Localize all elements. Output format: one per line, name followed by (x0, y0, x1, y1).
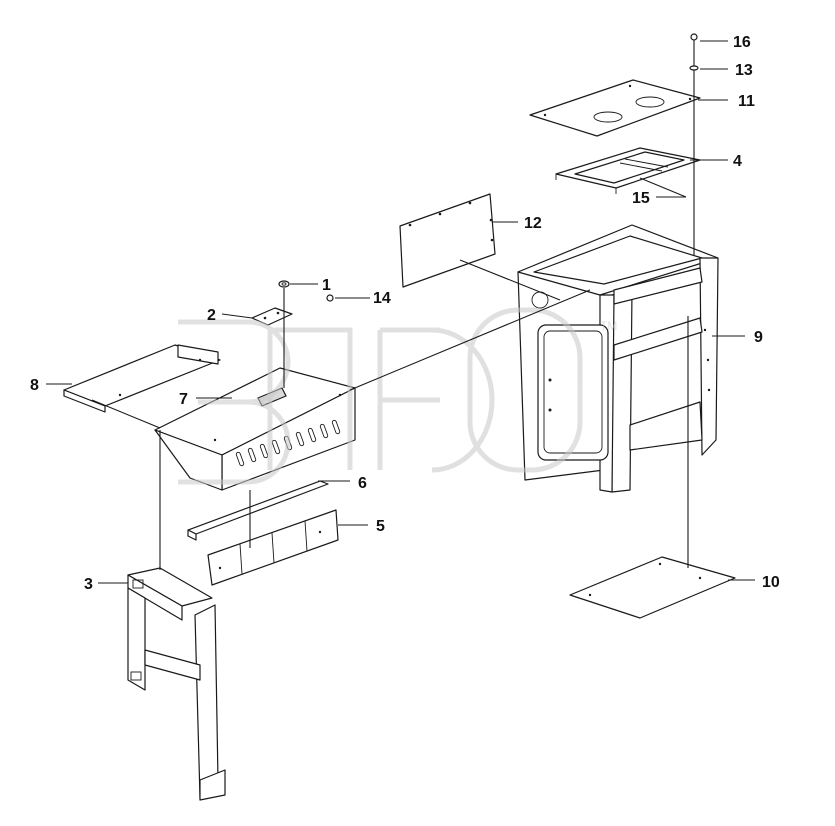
callout-1: 1 (322, 277, 331, 294)
callout-11: 11 (738, 93, 755, 110)
callout-4: 4 (733, 153, 742, 170)
part-8-shelf-bracket[interactable] (63, 344, 221, 413)
callout-5: 5 (376, 518, 385, 535)
callout-10: 10 (762, 574, 780, 591)
part-4-support-frame[interactable] (555, 147, 701, 194)
watermark-trademark: TM (600, 319, 617, 333)
part-5-lower-panel[interactable] (207, 509, 339, 586)
callout-7: 7 (179, 391, 188, 408)
callout-8: 8 (30, 377, 39, 394)
watermark-logo: TM (178, 307, 617, 485)
callout-12: 12 (524, 215, 542, 232)
part-7-hood-cover[interactable] (154, 367, 356, 491)
part-3-stand[interactable] (127, 567, 226, 801)
callout-13: 13 (735, 62, 753, 79)
part-1-grommet[interactable] (278, 280, 290, 288)
hood-vent-slots (235, 419, 341, 467)
part-10-floor-plate[interactable] (569, 556, 736, 619)
callout-6: 6 (358, 475, 367, 492)
callout-2: 2 (207, 307, 216, 324)
callout-3: 3 (84, 576, 93, 593)
part-14-nut[interactable] (326, 294, 334, 302)
callout-labels: 16 13 11 4 15 12 1 14 2 9 8 7 6 5 3 10 (30, 34, 780, 593)
callout-16: 16 (733, 34, 751, 51)
part-6-strip[interactable] (187, 480, 329, 541)
callout-15: 15 (632, 190, 650, 207)
callout-14: 14 (373, 290, 391, 307)
part-12-side-panel[interactable] (399, 193, 496, 288)
part-9-cab-frame[interactable] (517, 224, 719, 493)
part-11-roof-plate[interactable] (529, 79, 701, 137)
leader-lines (46, 33, 755, 584)
callout-9: 9 (754, 329, 763, 346)
